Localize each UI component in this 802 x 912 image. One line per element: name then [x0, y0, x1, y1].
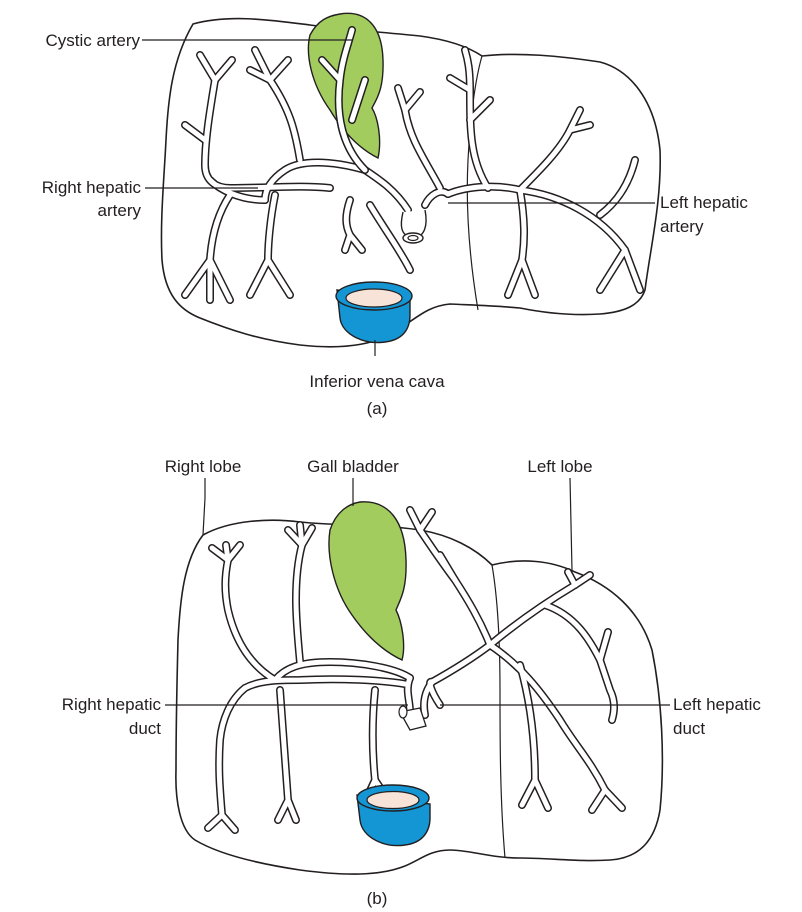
label-right-lobe: Right lobe: [165, 457, 242, 476]
label-left-hepatic-duct-line2: duct: [673, 719, 705, 738]
label-gall-bladder: Gall bladder: [307, 457, 399, 476]
label-inferior-vena-cava: Inferior vena cava: [309, 372, 445, 391]
label-left-hepatic-duct-line1: Left hepatic: [673, 695, 761, 714]
label-right-hepatic-duct-line2: duct: [129, 719, 161, 738]
panel-b: Right lobe Gall bladder Left lobe Right …: [62, 457, 762, 908]
label-cystic-artery: Cystic artery: [46, 31, 141, 50]
caption-b: (b): [367, 889, 388, 908]
panel-a: Cystic artery Right hepatic artery Left …: [42, 13, 749, 418]
label-right-hepatic-duct-line1: Right hepatic: [62, 695, 162, 714]
label-right-hepatic-artery-line2: artery: [98, 201, 142, 220]
hepatic-artery-origin-a: [401, 210, 426, 243]
leader-left-lobe: [570, 478, 572, 570]
label-left-hepatic-artery-line1: Left hepatic: [660, 193, 748, 212]
label-left-hepatic-artery-line2: artery: [660, 217, 704, 236]
label-right-hepatic-artery-line1: Right hepatic: [42, 178, 142, 197]
caption-a: (a): [367, 399, 388, 418]
label-left-lobe: Left lobe: [527, 457, 592, 476]
leader-right-lobe: [203, 478, 205, 535]
